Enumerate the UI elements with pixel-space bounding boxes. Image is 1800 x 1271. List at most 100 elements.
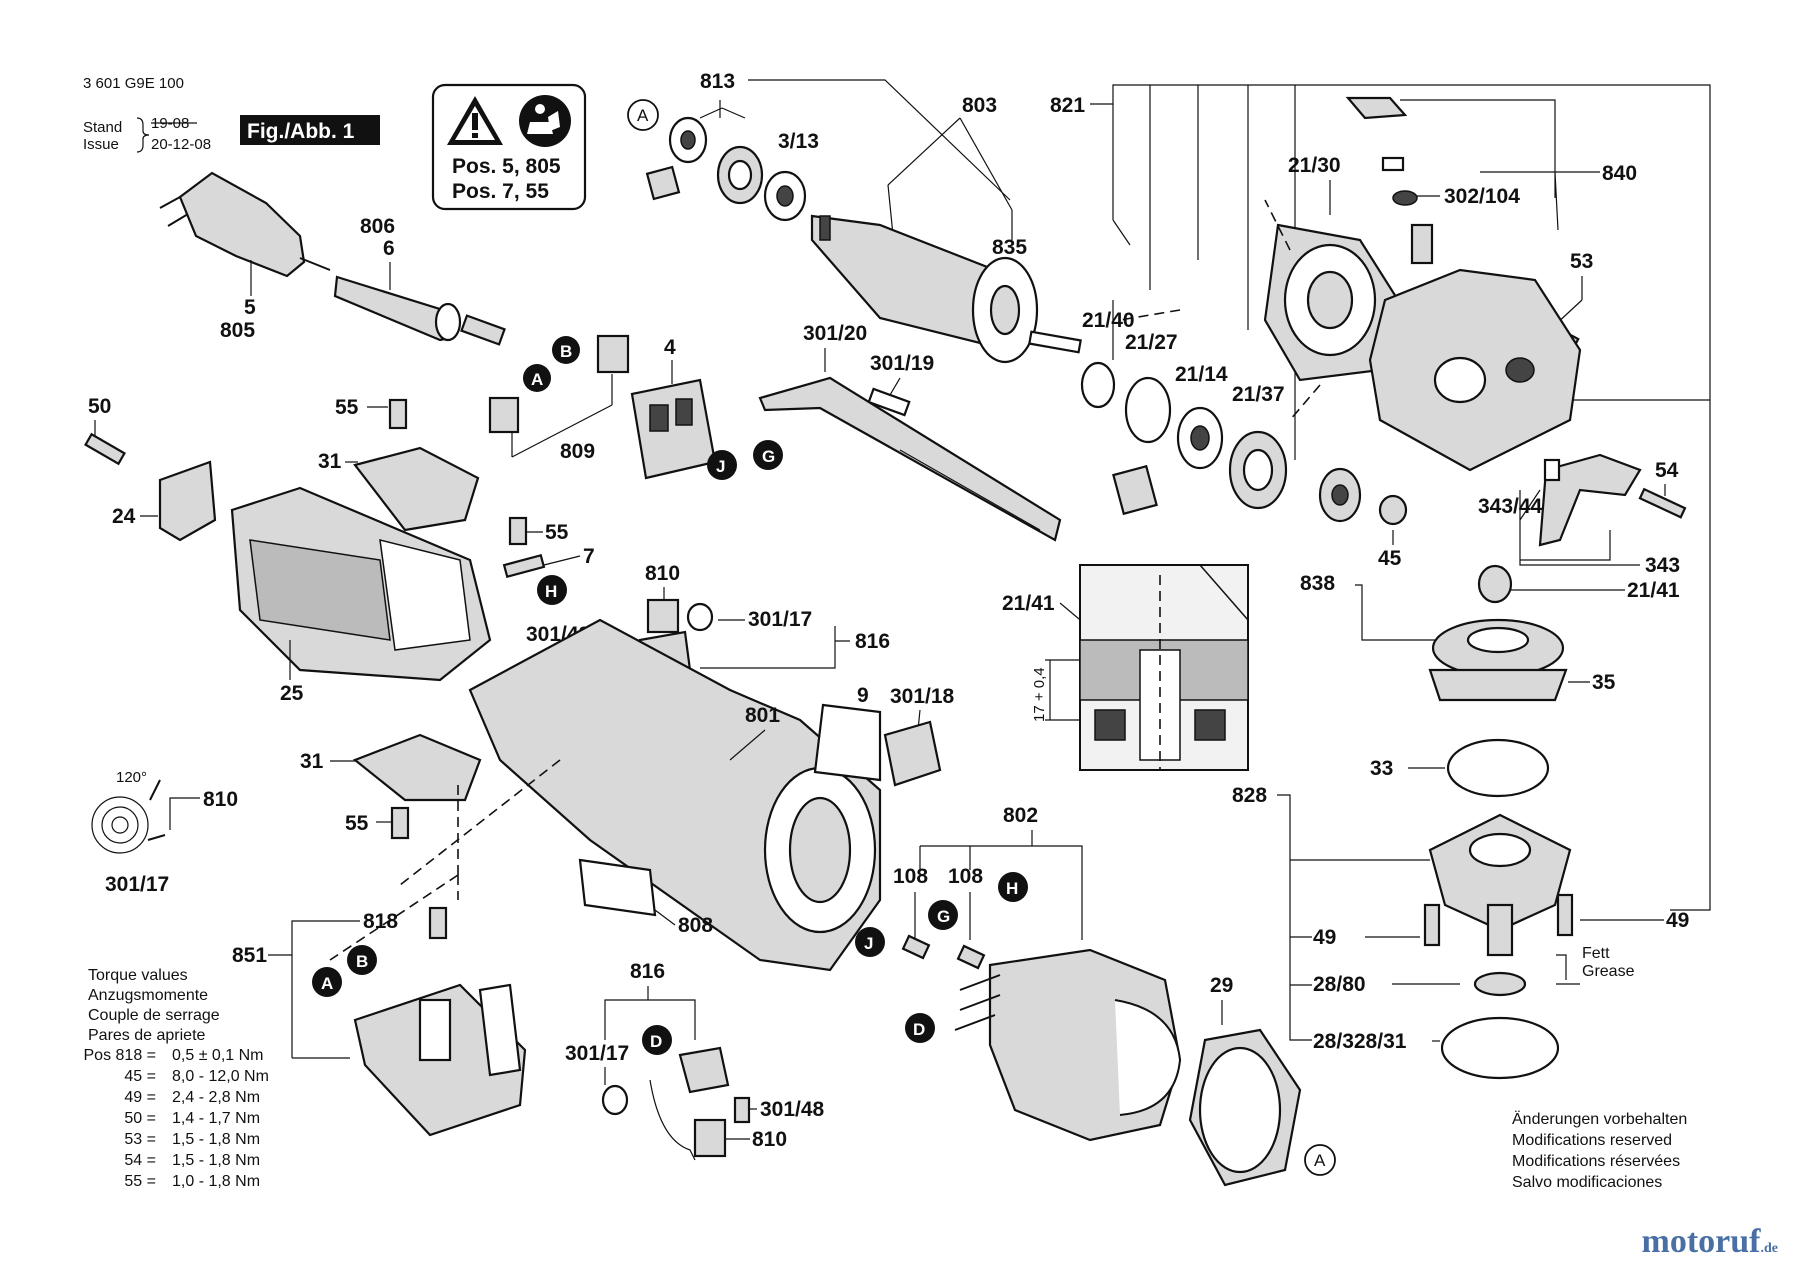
- label-9: 9: [857, 684, 869, 707]
- marker-d-2: [642, 1025, 672, 1055]
- marker-h-1: [537, 575, 567, 605]
- marker-a-1-text: A: [637, 106, 649, 125]
- label-301-20: 301/20: [803, 322, 867, 345]
- label-813: 813: [700, 70, 735, 93]
- watermark-suffix: .de: [1760, 1241, 1779, 1256]
- switch-rod-301-20: [758, 376, 1062, 542]
- marker-g-1-text: G: [762, 447, 775, 466]
- screw-55-top: [388, 398, 408, 430]
- nut-45: [1378, 494, 1408, 526]
- torque-pos-5: 54 =: [124, 1152, 156, 1169]
- spring-bottom: [601, 1084, 629, 1116]
- label-801: 801: [745, 704, 780, 727]
- label-29: 29: [1210, 974, 1233, 997]
- label-301-17-left: 301/17: [105, 873, 169, 896]
- screw-301-48-bottom: [733, 1096, 751, 1124]
- label-108-right: 108: [948, 865, 983, 888]
- bearing-2: [763, 170, 807, 222]
- label-28-328-31: 28/328/31: [1313, 1030, 1407, 1053]
- grease-label-de: Fett: [1582, 945, 1610, 962]
- label-25: 25: [280, 682, 304, 705]
- end-cap-29: [1188, 1028, 1302, 1187]
- label-31-bottom: 31: [300, 750, 324, 773]
- power-plug: [159, 171, 331, 278]
- footer-note-es: Salvo modificaciones: [1512, 1174, 1662, 1191]
- marker-g-2-text: G: [937, 907, 950, 926]
- marker-d-2-text: D: [650, 1032, 662, 1051]
- torque-table: Torque values Anzugsmomente Couple de se…: [84, 967, 269, 1190]
- label-808: 808: [678, 914, 713, 937]
- label-806: 806: [360, 215, 395, 238]
- brush-cap-24: [158, 460, 217, 542]
- label-301-19: 301/19: [870, 352, 934, 375]
- fig-label: Fig./Abb. 1: [247, 120, 355, 143]
- footer-note-en: Modifications reserved: [1512, 1132, 1672, 1149]
- marker-d-1-text: D: [913, 1020, 925, 1039]
- carbon-brush-top: [646, 598, 680, 634]
- issue-label: Issue: [83, 136, 119, 153]
- label-838: 838: [1300, 572, 1335, 595]
- marker-h-2: [998, 872, 1028, 902]
- brush-holder-small: [645, 165, 681, 201]
- label-55-bottom: 55: [345, 812, 369, 835]
- label-3-13: 3/13: [778, 130, 819, 153]
- motor-housing-25: [230, 486, 492, 682]
- torque-title-2: Anzugsmomente: [88, 987, 208, 1004]
- cord-sleeve: [333, 275, 462, 342]
- torque-pos-6: 55 =: [124, 1173, 156, 1190]
- label-21-14: 21/14: [1175, 363, 1228, 386]
- label-818: 818: [363, 910, 398, 933]
- switch-housing-851: [353, 983, 527, 1137]
- spring-301-19: [867, 387, 911, 417]
- label-21-41-right: 21/41: [1627, 579, 1680, 602]
- label-805: 805: [220, 319, 255, 342]
- marker-d-1: [905, 1013, 935, 1043]
- torque-pos-1: 45 =: [124, 1068, 156, 1085]
- label-55-top: 55: [335, 396, 359, 419]
- label-302-104: 302/104: [1444, 185, 1520, 208]
- marker-h-2-text: H: [1006, 879, 1018, 898]
- gear-flange-828: [1428, 813, 1572, 957]
- label-5: 5: [244, 296, 256, 319]
- cover-31-top: [353, 446, 480, 532]
- screw-54: [1638, 487, 1687, 519]
- grease-label-en: Grease: [1582, 963, 1635, 980]
- label-4: 4: [664, 336, 676, 359]
- marker-b-1-text: B: [560, 342, 572, 361]
- bearing-1: [668, 116, 708, 164]
- marker-a-3-text: A: [321, 974, 333, 993]
- label-21-40: 21/40: [1082, 309, 1135, 332]
- cover-301-18: [883, 720, 942, 787]
- marker-j-1: [707, 450, 737, 480]
- label-343: 343: [1645, 554, 1680, 577]
- label-821: 821: [1050, 94, 1085, 117]
- screw-49-left: [1423, 903, 1441, 947]
- gear-housing: [1368, 268, 1582, 472]
- torque-val-3: 1,4 - 1,7 Nm: [172, 1110, 260, 1127]
- bearing-21-41: [1477, 564, 1513, 604]
- fig-label-box: [240, 115, 380, 145]
- label-21-37: 21/37: [1232, 383, 1285, 406]
- washer-28-80: [1473, 971, 1527, 997]
- marker-h-1-text: H: [545, 582, 557, 601]
- torque-pos-3: 50 =: [124, 1110, 156, 1127]
- fan-baffle: [1263, 223, 1400, 382]
- label-301-18: 301/18: [890, 685, 955, 708]
- marker-b-2: [347, 945, 377, 975]
- marker-j-2-text: J: [864, 934, 873, 953]
- marker-a-4-text: A: [1314, 1151, 1326, 1170]
- dimension-17: 17 + 0,4: [1031, 667, 1048, 722]
- marker-b-1: [552, 336, 580, 364]
- brush-holder-bottom: [678, 1046, 730, 1094]
- circlip: [1080, 361, 1116, 409]
- terminal-block-2: [488, 396, 520, 434]
- warning-icon: [447, 96, 503, 145]
- label-810-left: 810: [203, 788, 238, 811]
- torque-pos-4: 53 =: [124, 1131, 156, 1148]
- screw-49-right: [1556, 893, 1574, 937]
- label-31-top: 31: [318, 450, 342, 473]
- label-810-bottom: 810: [752, 1128, 787, 1151]
- marker-j-2: [855, 927, 885, 957]
- label-301-17-top: 301/17: [748, 608, 812, 631]
